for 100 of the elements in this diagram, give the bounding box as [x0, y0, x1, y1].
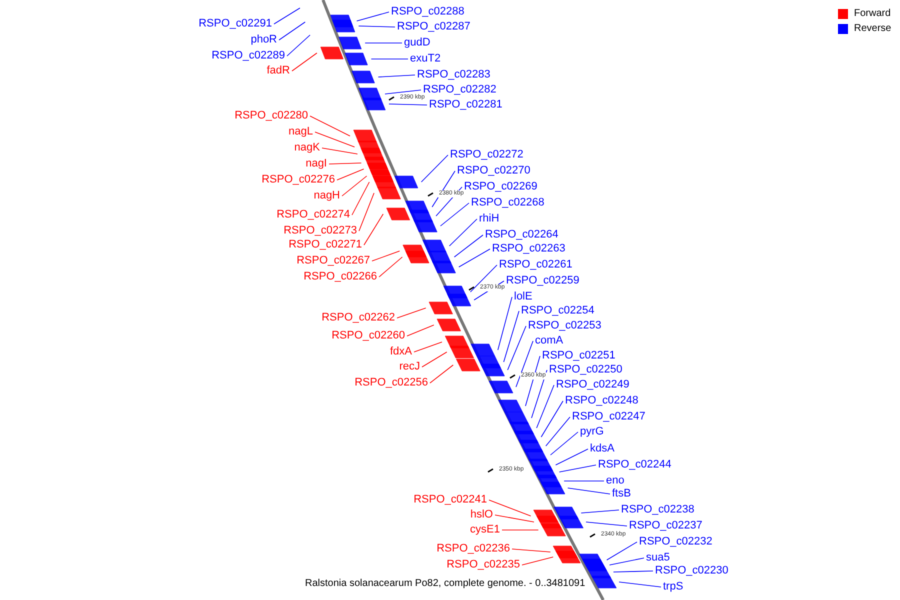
leader-line [512, 548, 551, 552]
leader-line [609, 558, 644, 566]
gene-label: nagI [306, 158, 327, 170]
leader-line [292, 52, 318, 72]
gene-label: RSPO_c02274 [276, 208, 350, 222]
gene-label: RSPO_c02272 [450, 148, 524, 162]
leader-line [555, 448, 588, 466]
gene-label: RSPO_c02267 [296, 254, 370, 268]
leader-line [606, 542, 638, 560]
leader-line [422, 352, 448, 368]
gene-label: pyrG [580, 426, 604, 438]
leader-line [314, 132, 355, 148]
leader-line [618, 582, 662, 588]
gene-label: trpS [663, 580, 684, 594]
gene-label: RSPO_c02263 [492, 242, 566, 256]
leader-line [278, 22, 306, 40]
gene-label: RSPO_c02273 [284, 224, 357, 238]
leader-line [364, 214, 384, 246]
leader-line [356, 12, 390, 22]
gene-label: comA [535, 334, 564, 348]
leader-line [414, 342, 442, 352]
gene-label: hslO [470, 508, 493, 522]
gene-label: RSPO_c02250 [549, 364, 622, 376]
gene-label: RSPO_c02251 [542, 350, 616, 362]
gene-label: RSPO_c02262 [322, 312, 395, 324]
gene-label: RSPO_c02241 [414, 494, 487, 506]
gene-label: ftsB [612, 488, 631, 500]
leader-line [613, 570, 654, 572]
leader-line [550, 432, 578, 456]
gene-label: cysE1 [470, 524, 500, 536]
gene-label: kdsA [590, 442, 614, 456]
gene-label: fdxA [390, 346, 412, 358]
leader-line [378, 74, 416, 78]
leader-line [470, 264, 498, 292]
gene-label: RSPO_c02232 [639, 536, 712, 548]
gene-label: RSPO_c02253 [528, 320, 602, 332]
gene-label: nagL [288, 126, 313, 138]
gene-label: RSPO_c02248 [565, 394, 638, 408]
leader-line [370, 58, 408, 60]
leader-line [536, 384, 554, 428]
caption: Ralstonia solanacearum Po82, complete genome. - 0..3481091 [305, 577, 586, 591]
leader-line [372, 250, 400, 262]
gene-label: RSPO_c02247 [572, 410, 646, 424]
gene-label: RSPO_c02238 [621, 504, 694, 516]
gene-label: sua5 [646, 552, 670, 564]
gene-label: RSPO_c02268 [471, 196, 544, 210]
leader-line [525, 356, 540, 406]
gene-label: RSPO_c02254 [521, 304, 594, 318]
leader-line [384, 90, 422, 94]
leader-line [558, 464, 596, 472]
leader-line [430, 364, 454, 384]
leader-line [378, 256, 403, 278]
gene-label: exuT2 [410, 52, 441, 66]
gene-label: RSPO_c02260 [332, 330, 405, 342]
gene-label: RSPO_c02256 [354, 376, 428, 390]
leader-line [522, 556, 554, 566]
gene-label: RSPO_c02271 [288, 238, 362, 252]
gene-label: RSPO_c02236 [436, 542, 510, 556]
leader-line [586, 522, 628, 526]
leader-line [328, 162, 362, 164]
leader-line [396, 308, 426, 318]
leader-line [286, 34, 310, 56]
leader-line [336, 168, 364, 180]
leader-line [545, 416, 570, 446]
leader-line [358, 192, 374, 232]
gene-label: lolE [514, 290, 532, 304]
gene-label: RSPO_c02288 [391, 6, 464, 18]
leader-line [420, 154, 448, 182]
gene-label: RSPO_c02276 [262, 174, 335, 186]
gene-label: rhiH [479, 212, 500, 226]
gene-label: RSPO_c02259 [506, 274, 580, 288]
gene-label: nagH [314, 190, 340, 202]
gene-label: RSPO_c02261 [499, 258, 572, 272]
leader-line [488, 500, 532, 516]
leader-line [440, 202, 470, 226]
leader-line [322, 148, 358, 154]
gene-label: RSPO_c02282 [423, 84, 496, 96]
gene-label: RSPO_c02270 [457, 164, 530, 178]
gene-label: RSPO_c02235 [446, 558, 520, 572]
gene-label: recJ [399, 360, 420, 374]
gene-label: nagK [294, 142, 320, 154]
gene-label: RSPO_c02230 [655, 564, 728, 578]
leader-line [540, 400, 564, 438]
gene-label: RSPO_c02244 [598, 458, 672, 472]
gene-label: RSPO_c02266 [304, 270, 377, 284]
leader-line [352, 182, 370, 216]
leader-line [503, 310, 520, 362]
leader-line [358, 26, 396, 28]
gene-label: eno [606, 474, 624, 488]
gene-label: RSPO_c02249 [556, 378, 630, 392]
gene-label: RSPO_c02269 [464, 180, 538, 194]
gene-label: RSPO_c02281 [429, 98, 502, 112]
leader-line [516, 340, 534, 388]
leader-line [364, 42, 402, 44]
legend-label: Reverse [854, 23, 892, 34]
leader-line [564, 480, 604, 482]
leader-line [454, 234, 484, 258]
gene-label: phoR [250, 34, 277, 46]
legend-label: Forward [854, 8, 891, 19]
leader-line [310, 116, 350, 136]
